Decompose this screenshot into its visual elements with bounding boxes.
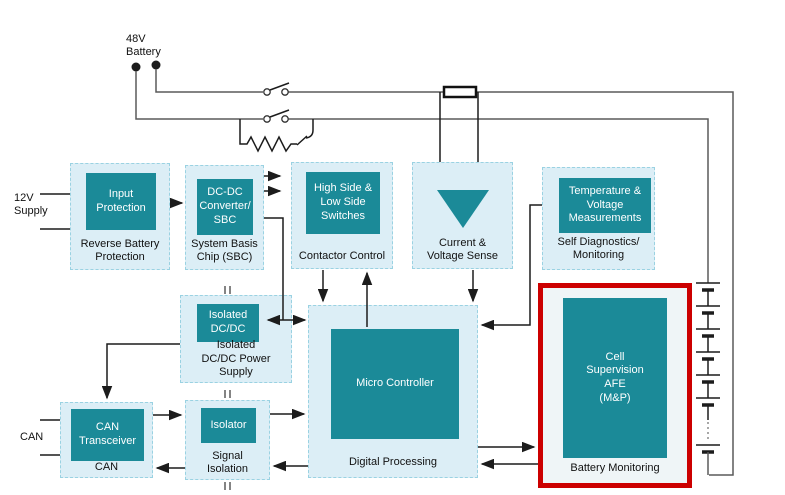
contactor-switch-icon xyxy=(263,82,290,96)
supply-12v-label: 12V Supply xyxy=(14,192,48,218)
block-current-voltage-sense: Current & Voltage Sense xyxy=(412,162,513,269)
chip-high-low-side-switches: High Side & Low Side Switches xyxy=(306,172,380,234)
chip-isolated-dcdc: Isolated DC/DC xyxy=(197,304,259,342)
block-reverse-battery-protection: Input Protection Reverse Battery Protect… xyxy=(70,163,170,270)
caption-battery-monitoring: Battery Monitoring xyxy=(570,461,660,474)
chip-input-protection: Input Protection xyxy=(86,173,156,230)
caption-contactor-control: Contactor Control xyxy=(298,249,386,262)
caption-system-basis-chip: System Basis Chip (SBC) xyxy=(191,237,258,263)
chip-can-transceiver: CAN Transceiver xyxy=(71,409,144,461)
block-battery-monitoring-highlighted: Cell Supervision AFE (M&P) Battery Monit… xyxy=(538,283,692,488)
chip-isolator: Isolator xyxy=(201,408,256,443)
caption-digital-processing: Digital Processing xyxy=(348,455,438,468)
block-system-basis-chip: DC-DC Converter/ SBC System Basis Chip (… xyxy=(185,165,264,270)
battery-48v-label: 48V Battery xyxy=(126,33,161,59)
battery-cell-stack xyxy=(696,272,720,475)
caption-self-diagnostics: Self Diagnostics/ Monitoring xyxy=(557,235,640,261)
block-self-diagnostics: Temperature & Voltage Measurements Self … xyxy=(542,167,655,270)
chip-dcdc-converter-sbc: DC-DC Converter/ SBC xyxy=(197,179,253,235)
block-signal-isolation: Isolator Signal Isolation xyxy=(185,400,270,480)
chip-cell-supervision-afe: Cell Supervision AFE (M&P) xyxy=(563,298,667,458)
chip-micro-controller: Micro Controller xyxy=(331,329,459,439)
caption-can: CAN xyxy=(94,460,119,473)
chip-temp-voltage-measurements: Temperature & Voltage Measurements xyxy=(559,178,651,233)
block-isolated-dcdc-supply: Isolated DC/DC Isolated DC/DC Power Supp… xyxy=(180,295,292,383)
precharge-resistor-icon xyxy=(239,119,314,153)
caption-current-voltage-sense: Current & Voltage Sense xyxy=(427,236,498,262)
block-digital-processing: Micro Controller Digital Processing xyxy=(308,305,478,478)
sense-amplifier-triangle-icon xyxy=(437,190,489,228)
caption-isolated-dcdc-supply: Isolated DC/DC Power Supply xyxy=(201,339,271,378)
block-contactor-control: High Side & Low Side Switches Contactor … xyxy=(291,162,393,269)
can-bus-label: CAN xyxy=(20,431,44,443)
sense-tap-wires xyxy=(439,92,479,162)
battery-terminal-dots xyxy=(131,60,161,72)
shunt-resistor-icon xyxy=(442,85,478,99)
caption-signal-isolation: Signal Isolation xyxy=(207,449,248,475)
block-can: CAN Transceiver CAN xyxy=(60,402,153,478)
caption-reverse-battery-protection: Reverse Battery Protection xyxy=(80,237,160,263)
precharge-contactor-switch-icon xyxy=(263,109,290,123)
